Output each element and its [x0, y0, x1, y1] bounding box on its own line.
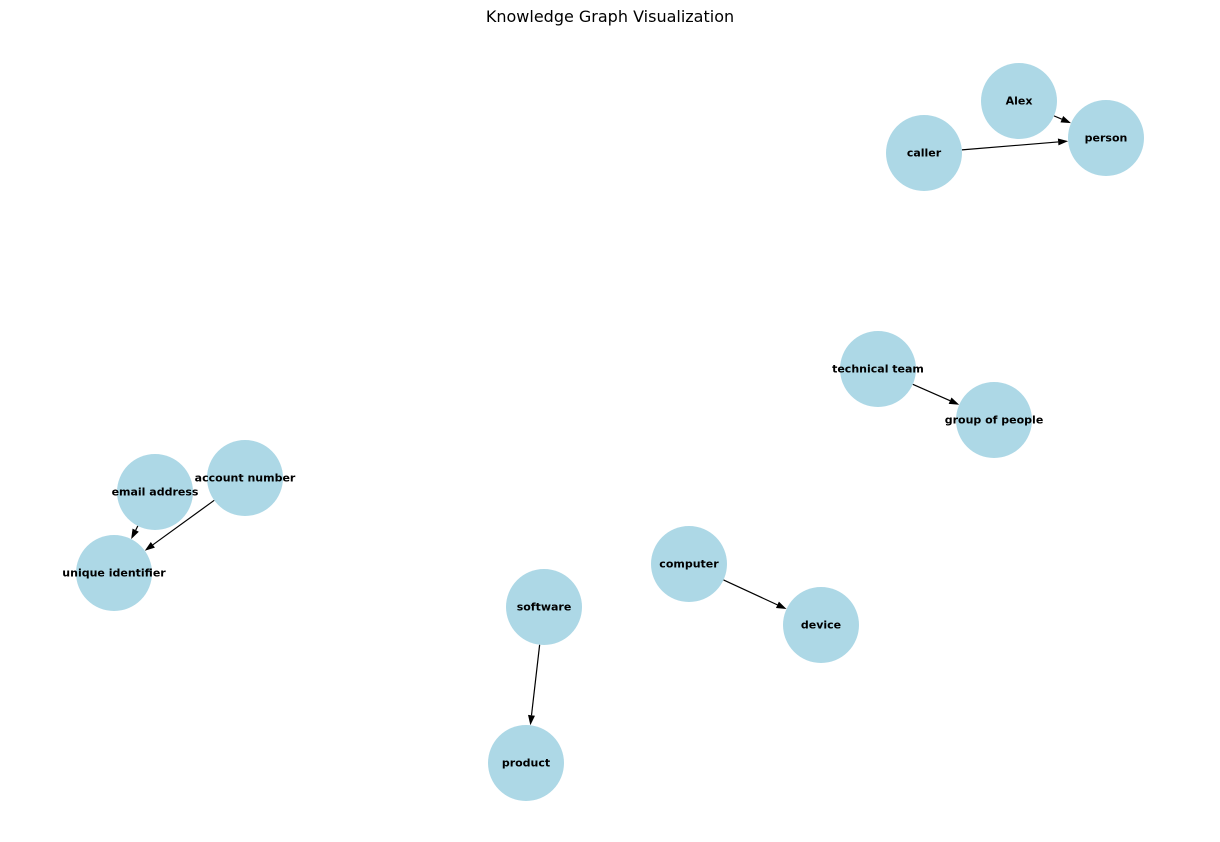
node-label: product: [502, 757, 550, 770]
node-label: computer: [659, 558, 719, 571]
node-caller: caller: [886, 115, 962, 191]
node-circle: [886, 115, 962, 191]
node-label: unique identifier: [62, 567, 166, 580]
edge-software-to-product: [528, 644, 541, 726]
arrowhead-icon: [144, 541, 155, 551]
node-label: account number: [195, 472, 296, 485]
node-device: device: [783, 587, 859, 663]
node-label: Alex: [1006, 95, 1033, 108]
node-product: product: [488, 725, 564, 801]
edge-line: [723, 579, 778, 606]
node-label: email address: [112, 486, 199, 499]
node-circle: [506, 569, 582, 645]
arrowhead-icon: [528, 714, 535, 726]
node-circle: [956, 382, 1032, 458]
node-person: person: [1068, 100, 1144, 176]
edge-line: [530, 644, 541, 716]
node-software: software: [506, 569, 582, 645]
node-label: technical team: [832, 363, 924, 376]
node-unique-identifier: unique identifier: [62, 535, 166, 611]
node-label: person: [1085, 132, 1128, 145]
edge-line: [912, 383, 951, 402]
arrowhead-icon: [1060, 115, 1072, 124]
node-technical-team: technical team: [832, 331, 924, 407]
node-label: software: [517, 601, 572, 614]
edges-layer: [131, 115, 1072, 726]
edge-caller-to-person: [961, 138, 1069, 151]
edge-line: [135, 525, 139, 531]
node-circle: [840, 331, 916, 407]
node-circle: [207, 440, 283, 516]
node-alex: Alex: [981, 63, 1057, 139]
edge-line: [152, 499, 215, 546]
node-group-of-people: group of people: [945, 382, 1044, 458]
arrowhead-icon: [131, 528, 139, 540]
node-email-address: email address: [112, 454, 199, 530]
node-account-number: account number: [195, 440, 296, 516]
edge-technical-team-to-group-of-people: [912, 383, 960, 405]
node-label: device: [801, 619, 841, 632]
node-circle: [488, 725, 564, 801]
nodes-layer: Alex person caller technical team group of p…: [62, 63, 1144, 801]
edge-account-number-to-unique-identifier: [144, 499, 215, 551]
edge-line: [1053, 115, 1063, 120]
node-circle: [981, 63, 1057, 139]
diagram-title: Knowledge Graph Visualization: [485, 7, 735, 26]
node-circle: [117, 454, 193, 530]
node-circle: [651, 526, 727, 602]
node-label: caller: [907, 147, 942, 160]
node-circle: [1068, 100, 1144, 176]
node-circle: [783, 587, 859, 663]
edge-line: [961, 141, 1059, 151]
arrowhead-icon: [1057, 138, 1069, 146]
edge-computer-to-device: [723, 579, 787, 610]
node-circle: [76, 535, 152, 611]
arrowhead-icon: [948, 397, 960, 405]
edge-alex-to-person: [1053, 115, 1072, 124]
node-computer: computer: [651, 526, 727, 602]
node-label: group of people: [945, 414, 1044, 427]
edge-email-address-to-unique-identifier: [131, 525, 139, 540]
arrowhead-icon: [775, 601, 787, 610]
